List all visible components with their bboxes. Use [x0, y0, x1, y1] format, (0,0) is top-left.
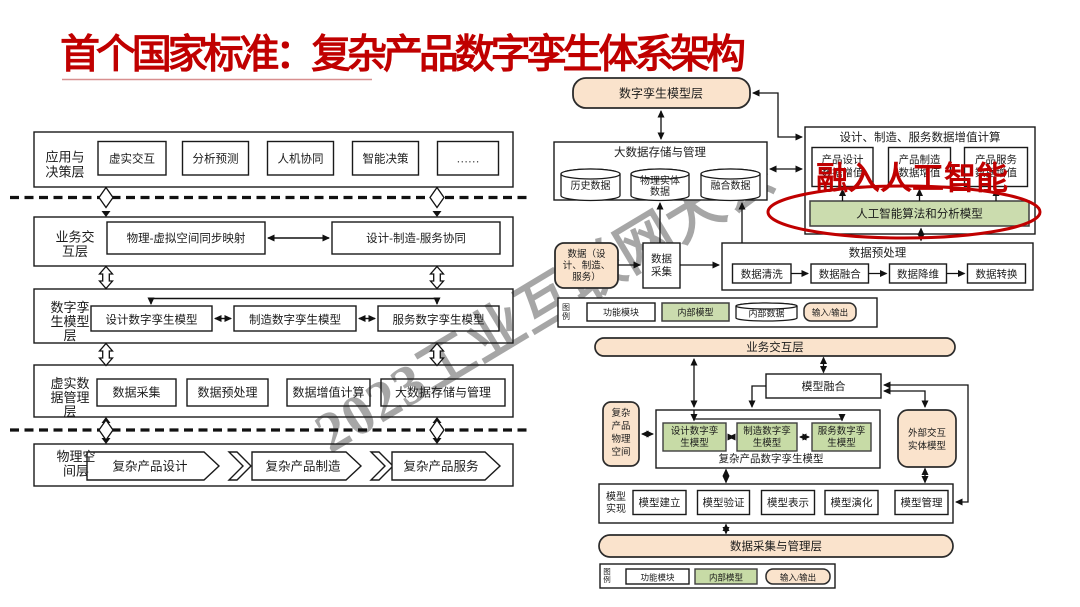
svg-text:复杂: 复杂: [611, 407, 631, 419]
svg-text:制造数字孪: 制造数字孪: [743, 425, 791, 437]
svg-text:产品制造: 产品制造: [899, 153, 941, 166]
svg-text:数据: 数据: [651, 252, 672, 265]
svg-text:设计-制造-服务协同: 设计-制造-服务协同: [366, 231, 466, 245]
svg-text:人工智能算法和分析模型: 人工智能算法和分析模型: [856, 207, 983, 221]
svg-text:数据清洗: 数据清洗: [741, 268, 783, 281]
svg-text:产品服务: 产品服务: [975, 153, 1017, 166]
svg-text:互层: 互层: [62, 244, 88, 259]
svg-text:模型建立: 模型建立: [639, 496, 681, 509]
svg-text:复杂产品数字孪生模型: 复杂产品数字孪生模型: [719, 452, 824, 465]
svg-text:功能模块: 功能模块: [603, 307, 639, 318]
svg-text:大数据存储与管理: 大数据存储与管理: [395, 385, 491, 400]
svg-text:模型融合: 模型融合: [802, 379, 846, 393]
svg-text:内部数据: 内部数据: [748, 308, 784, 319]
svg-text:输入/输出: 输入/输出: [812, 308, 848, 318]
svg-text:生模型: 生模型: [680, 437, 709, 449]
svg-text:模型演化: 模型演化: [831, 496, 873, 509]
svg-text:模型管理: 模型管理: [901, 496, 943, 509]
svg-text:数据增值: 数据增值: [975, 166, 1017, 179]
svg-text:智能决策: 智能决策: [363, 152, 409, 166]
svg-text:实现: 实现: [606, 502, 626, 515]
svg-text:数据增值: 数据增值: [899, 166, 941, 179]
svg-text:实体模型: 实体模型: [908, 440, 947, 452]
svg-text:产品: 产品: [611, 420, 630, 432]
svg-text:功能模块: 功能模块: [640, 573, 675, 583]
svg-text:应用与: 应用与: [45, 150, 84, 165]
svg-text:数据预处理: 数据预处理: [849, 246, 907, 260]
svg-text:数据增值计算: 数据增值计算: [292, 385, 364, 400]
svg-text:业务交互层: 业务交互层: [746, 340, 804, 354]
svg-text:数据降维: 数据降维: [897, 268, 939, 281]
svg-text:数据（设: 数据（设: [567, 248, 606, 260]
svg-text:层: 层: [63, 328, 76, 343]
svg-text:图: 图: [562, 303, 570, 312]
svg-text:内部模型: 内部模型: [709, 573, 744, 583]
svg-text:物理空: 物理空: [56, 449, 95, 464]
svg-text:虚实交互: 虚实交互: [109, 152, 155, 166]
svg-text:数据采集: 数据采集: [112, 385, 160, 400]
svg-text:历史数据: 历史数据: [571, 179, 611, 192]
svg-text:数据采集与管理层: 数据采集与管理层: [730, 539, 822, 553]
svg-text:间层: 间层: [63, 464, 89, 479]
svg-text:数据转换: 数据转换: [976, 268, 1018, 281]
svg-text:大数据存储与管理: 大数据存储与管理: [614, 145, 706, 159]
svg-text:服务数字孪生模型: 服务数字孪生模型: [393, 313, 485, 327]
svg-text:外部交互: 外部交互: [908, 427, 947, 439]
svg-text:物理: 物理: [611, 433, 631, 445]
svg-text:融合数据: 融合数据: [711, 179, 751, 192]
svg-text:数据增值: 数据增值: [822, 166, 864, 179]
svg-text:例: 例: [603, 574, 611, 584]
svg-text:数字孪生模型层: 数字孪生模型层: [619, 86, 703, 101]
svg-text:复杂产品制造: 复杂产品制造: [265, 460, 341, 474]
svg-text:……: ……: [457, 154, 480, 166]
svg-text:据管理: 据管理: [50, 390, 89, 405]
svg-text:生模型: 生模型: [50, 314, 89, 329]
svg-text:复杂产品服务: 复杂产品服务: [403, 459, 478, 474]
svg-text:设计、制造、服务数据增值计算: 设计、制造、服务数据增值计算: [840, 130, 1001, 144]
svg-text:首个国家标准：复杂产品数字孪生体系架构: 首个国家标准：复杂产品数字孪生体系架构: [60, 32, 746, 77]
svg-text:分析预测: 分析预测: [193, 152, 239, 166]
svg-text:复杂产品设计: 复杂产品设计: [112, 459, 187, 474]
svg-text:生模型: 生模型: [753, 437, 782, 449]
svg-text:例: 例: [562, 311, 570, 321]
svg-text:设计数字孪: 设计数字孪: [671, 425, 719, 437]
svg-text:模型表示: 模型表示: [767, 496, 809, 509]
svg-text:输入/输出: 输入/输出: [780, 573, 816, 583]
svg-text:计、制造、: 计、制造、: [563, 260, 611, 272]
svg-text:模型验证: 模型验证: [703, 496, 745, 509]
svg-text:模型: 模型: [606, 490, 626, 503]
svg-text:物理-虚拟空间同步映射: 物理-虚拟空间同步映射: [127, 231, 246, 245]
svg-text:制造数字孪生模型: 制造数字孪生模型: [249, 313, 341, 327]
svg-text:数字孪: 数字孪: [50, 300, 89, 315]
svg-text:图: 图: [603, 567, 611, 576]
svg-text:服务）: 服务）: [572, 271, 601, 283]
svg-text:融入人工智能: 融入人工智能: [816, 160, 1008, 196]
svg-text:物理实体: 物理实体: [640, 174, 680, 187]
svg-text:数据预处理: 数据预处理: [197, 385, 257, 400]
svg-text:层: 层: [63, 404, 76, 419]
svg-text:虚实数: 虚实数: [50, 376, 89, 391]
svg-text:服务数字孪: 服务数字孪: [818, 425, 866, 437]
svg-text:设计数字孪生模型: 设计数字孪生模型: [106, 313, 198, 327]
svg-text:产品设计: 产品设计: [822, 153, 864, 166]
svg-text:采集: 采集: [651, 265, 672, 278]
svg-text:数据融合: 数据融合: [819, 268, 861, 281]
svg-text:生模型: 生模型: [827, 437, 856, 449]
svg-text:决策层: 决策层: [45, 165, 84, 180]
svg-text:数据: 数据: [650, 185, 670, 198]
svg-text:内部模型: 内部模型: [677, 307, 713, 318]
svg-text:空间: 空间: [611, 446, 630, 458]
svg-text:业务交: 业务交: [55, 230, 94, 245]
svg-text:人机协同: 人机协同: [278, 152, 324, 166]
